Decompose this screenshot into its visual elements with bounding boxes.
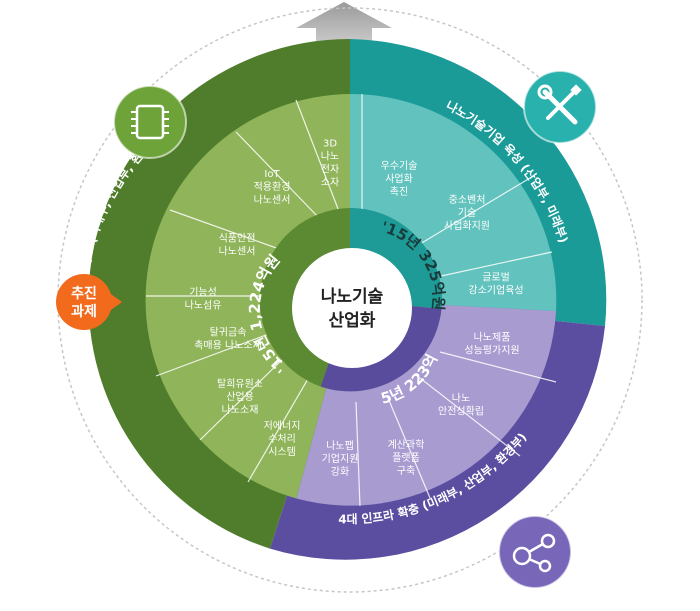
teal-item-2-line: 기술 [458,207,476,219]
green-item-7-line: 저에너지 [264,420,301,432]
green-item-5-line: 촉매용 나노소재 [194,340,262,352]
teal-item-3-line: 글로벌 [482,272,510,284]
green-item-1-line: 3D [323,139,337,150]
green-item-6-line: 산업용 [226,390,254,403]
green-item-1-line: 전자 [321,164,339,176]
green-item-2-line: 적용환경 [254,180,291,193]
task-badge: 추진 과제 [56,274,122,330]
purple-item-3-line: 계산과학 [388,439,425,451]
center-title-line1: 나노기술 [321,287,384,307]
teal-item-3-line: 강소기업육성 [468,284,523,297]
purple-item-1-line: 나노제품 [474,332,511,344]
outer-dashed-ring [57,7,643,593]
green-item-5-line: 탈귀금속 [210,326,247,339]
wrench-screwdriver-icon [523,70,597,144]
teal-item-1-line: 사업화 [385,172,413,185]
green-item-6-line: 나노소재 [222,404,259,416]
purple-item-4-line: 기업지원 [322,452,359,465]
badge-line1: 추진 [71,285,97,302]
teal-item-1-line: 우수기술 [381,160,418,172]
item-separators [146,94,557,507]
purple-item-2-line: 안전성확립 [438,405,484,418]
green-item-6-line: 탈희유원소 [217,377,263,390]
green-item-3-line: 식품안전 [219,233,256,245]
green-item-7-line: 시스템 [268,446,296,458]
center-circle [292,248,412,368]
green-item-2-line: 나노센서 [254,194,291,206]
purple-item-2-line: 나노 [452,393,470,405]
green-item-2-line: IoT [264,169,280,180]
purple-item-4-line: 강화 [331,466,349,478]
purple-item-3-line: 플랫폼 [392,452,420,464]
teal-item-1-line: 촉진 [390,186,408,198]
purple-item-3-line: 구축 [397,465,415,477]
green-item-1-line: 나노 [321,151,339,163]
purple-item-1-line: 성능평가지원 [464,345,519,357]
green-item-7-line: 수처리 [268,433,296,445]
center-title-line2: 산업화 [329,311,376,331]
chip-icon [113,85,187,159]
green-item-4-line: 기능성 [189,287,217,299]
molecule-icon [498,515,572,589]
teal-item-2-line: 중소벤처 [449,194,486,206]
green-item-1-line: 소자 [321,177,339,189]
badge-line2: 과제 [71,304,97,320]
purple-item-4-line: 나노팹 [326,440,354,452]
green-item-3-line: 나노센서 [219,246,256,258]
green-item-4-line: 나노섬유 [185,300,222,312]
teal-item-2-line: 사업화지원 [444,219,490,232]
